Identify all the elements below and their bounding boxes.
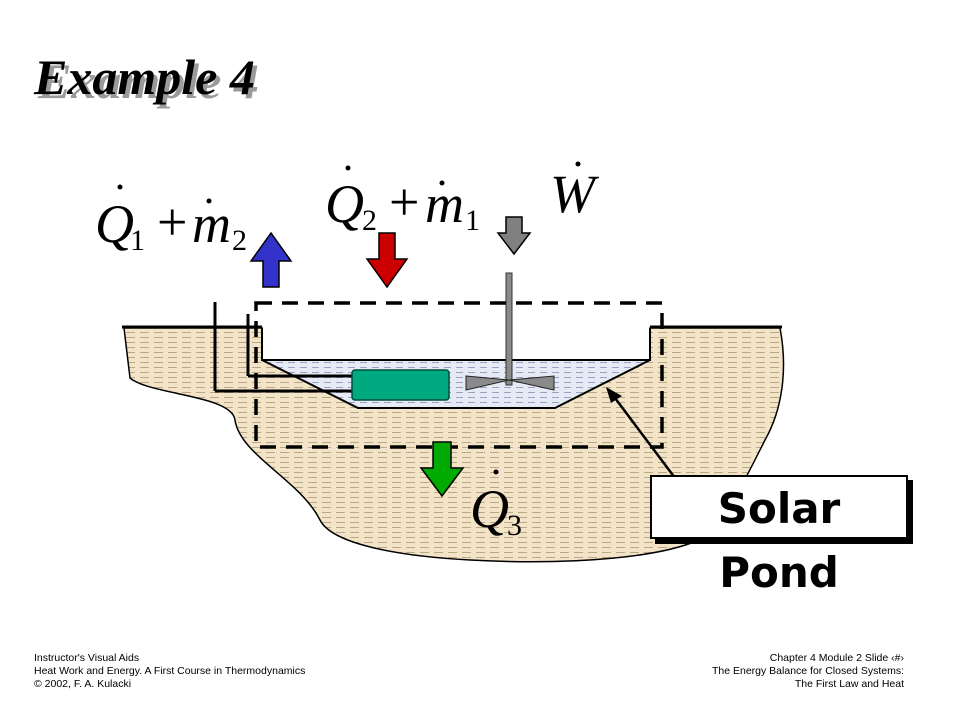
- ground: [123, 327, 785, 563]
- equation-q2-plus-m1: Q 2 + m 1: [325, 165, 480, 237]
- svg-text:2: 2: [362, 204, 377, 237]
- svg-text:2: 2: [232, 224, 247, 257]
- svg-text:1: 1: [465, 204, 480, 237]
- footer-right-line: The Energy Balance for Closed Systems:: [711, 665, 904, 677]
- footer-right: Chapter 4 Module 2 Slide ‹#› The Energy …: [712, 652, 904, 691]
- svg-text:+: +: [389, 172, 419, 232]
- footer-right-line: Chapter 4 Module 2 Slide ‹#›: [769, 652, 904, 664]
- label-leader-line: [611, 393, 676, 479]
- svg-text:W: W: [550, 164, 600, 224]
- footer-right-line: The First Law and Heat: [794, 678, 904, 690]
- svg-text:Q: Q: [470, 479, 509, 539]
- stirrer-shaft: [505, 272, 513, 386]
- footer-left-line: Heat Work and Energy. A First Course in …: [34, 665, 306, 677]
- footer-left-line: Instructor's Visual Aids: [34, 652, 140, 664]
- svg-text:3: 3: [507, 509, 522, 542]
- stirrer-blade-left: [465, 375, 510, 391]
- work-down-arrow: [496, 216, 532, 256]
- solar-pond-label: Solar Pond: [650, 475, 908, 597]
- footer-left-line: © 2002, F. A. Kulacki: [34, 678, 132, 690]
- pond-walls: [261, 328, 651, 361]
- svg-text:+: +: [157, 192, 187, 252]
- svg-text:1: 1: [130, 224, 145, 257]
- svg-text:m: m: [425, 174, 464, 234]
- control-volume-boundary: [254, 301, 664, 449]
- svg-text:Q: Q: [95, 194, 134, 254]
- stirrer-blade-right: [508, 375, 555, 391]
- label-leader-arrowhead: [606, 387, 622, 403]
- svg-text:m: m: [192, 194, 231, 254]
- q1-m2-up-arrow: [249, 231, 293, 288]
- q2-m1-down-arrow: [365, 232, 409, 289]
- slide-title: Example 4: [34, 49, 255, 105]
- equation-q3: Q 3: [470, 469, 522, 542]
- footer-left: Instructor's Visual Aids Heat Work and E…: [34, 652, 305, 691]
- svg-text:Q: Q: [325, 174, 364, 234]
- equation-q1-plus-m2: Q 1 + m 2: [95, 184, 247, 257]
- q3-down-arrow: [419, 441, 465, 498]
- equation-work: W: [550, 161, 600, 224]
- heat-exchanger: [351, 369, 450, 401]
